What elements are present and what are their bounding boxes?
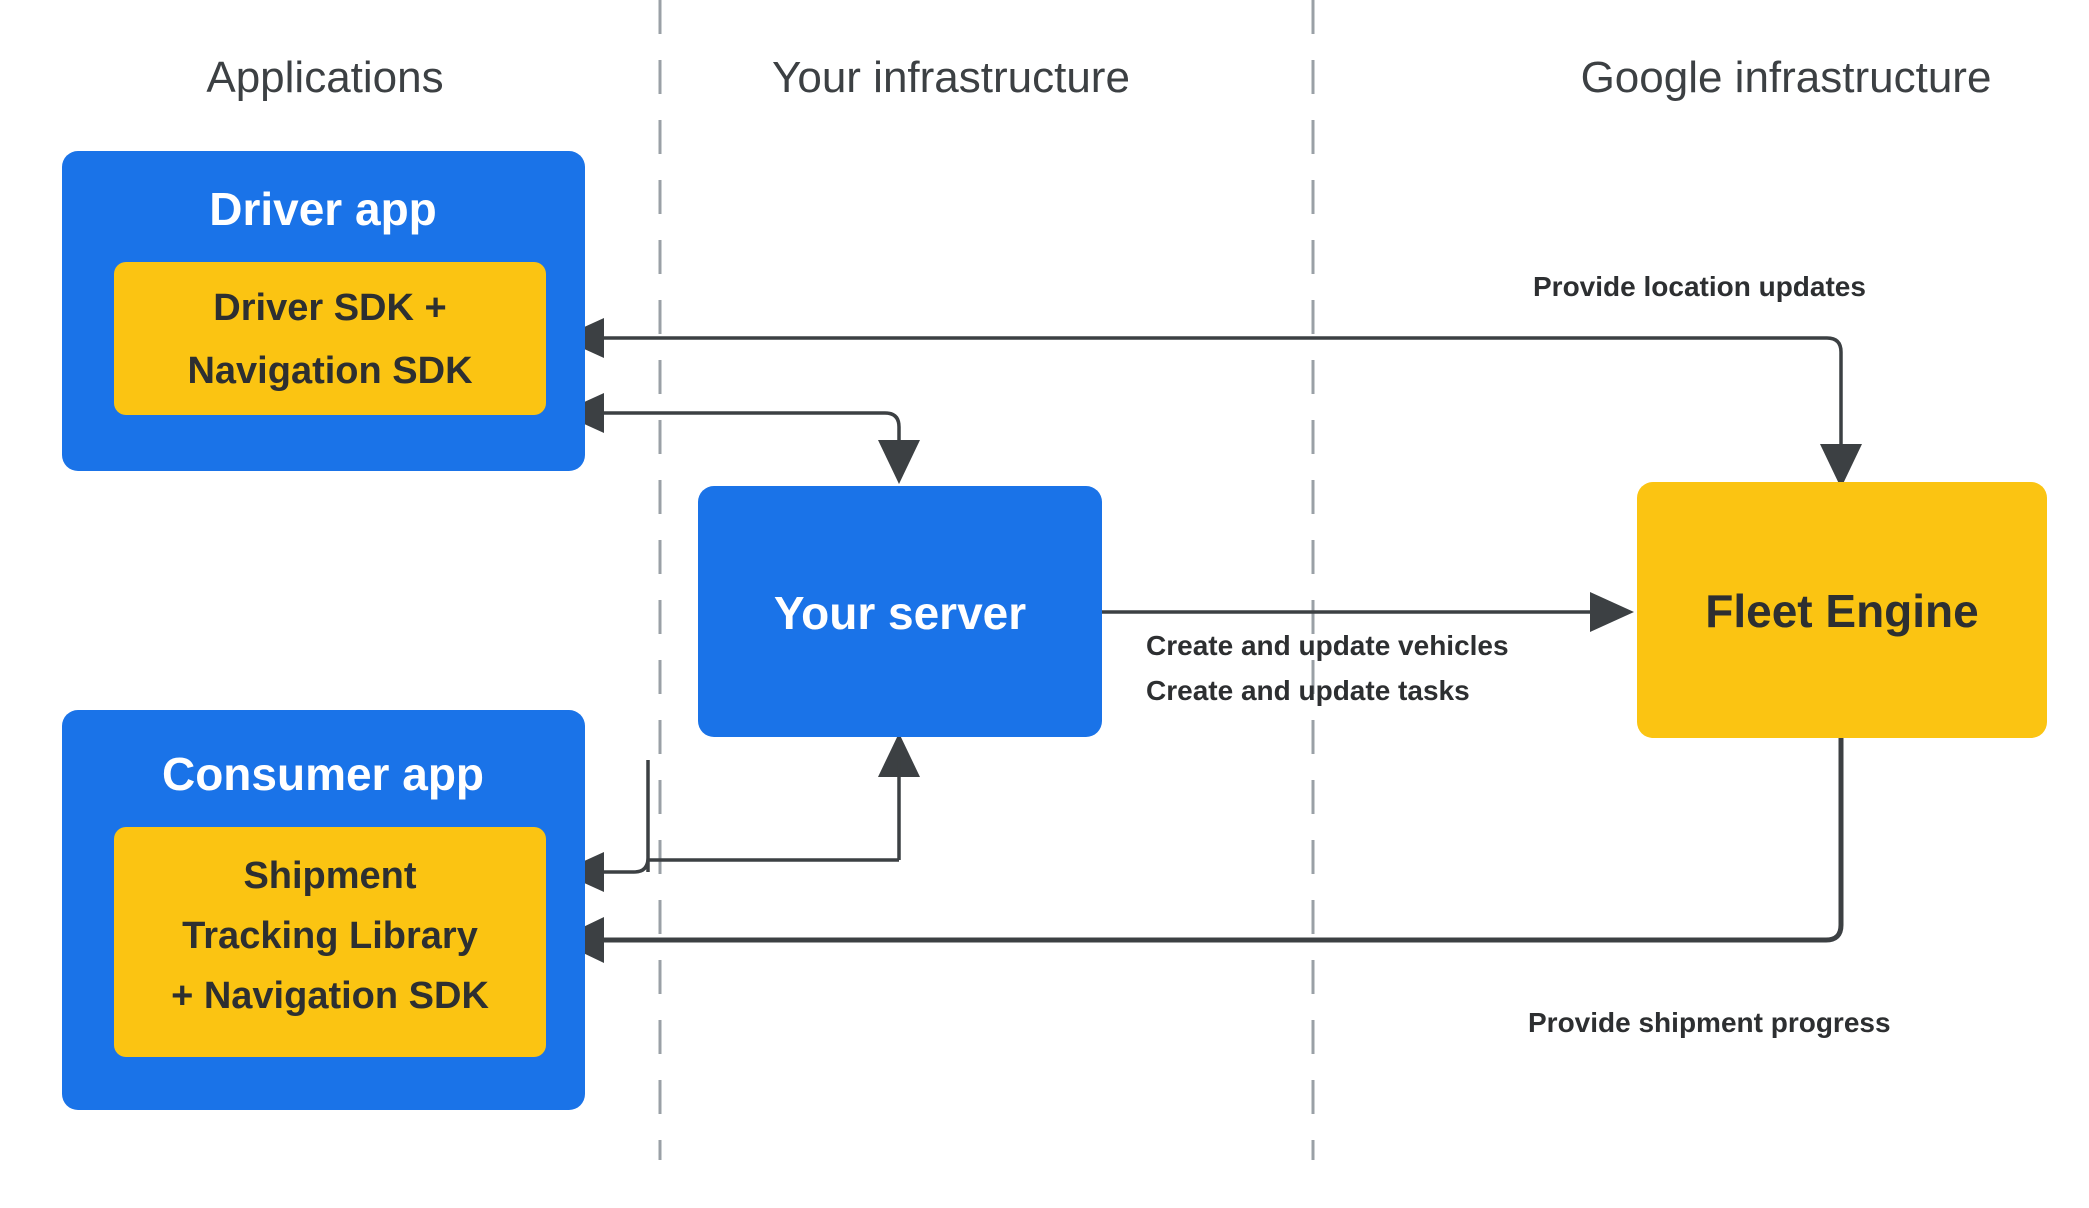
node-shipment-tracking-line1: Shipment xyxy=(243,855,416,897)
node-driver-app-label: Driver app xyxy=(209,183,437,235)
node-shipment-tracking-library[interactable] xyxy=(114,827,546,1057)
connector-consumer-app-to-your-server xyxy=(600,760,650,874)
column-header-applications: Applications xyxy=(206,53,443,102)
arrowhead-into-your-server-bottom xyxy=(878,733,920,777)
node-your-server-label: Your server xyxy=(774,587,1026,639)
connector-fleet-engine-to-shipment-tracking xyxy=(600,738,1844,943)
node-driver-sdk[interactable] xyxy=(114,262,546,415)
flow-label-create-update-tasks: Create and update tasks xyxy=(1146,675,1470,706)
column-header-your-infrastructure: Your infrastructure xyxy=(772,53,1130,102)
node-shipment-tracking-line3: + Navigation SDK xyxy=(171,975,489,1017)
node-fleet-engine-label: Fleet Engine xyxy=(1705,585,1978,637)
arrowhead-into-fleet-engine-left xyxy=(1590,592,1634,632)
arrowhead-into-fleet-engine-top xyxy=(1820,444,1862,488)
node-fleet-engine[interactable] xyxy=(1637,482,2047,738)
node-consumer-app-label: Consumer app xyxy=(162,748,484,800)
node-driver-sdk-line2: Navigation SDK xyxy=(187,350,473,392)
connector-your-server-to-driver-app xyxy=(600,411,901,478)
node-shipment-tracking-line2: Tracking Library xyxy=(182,915,478,957)
flow-label-create-update-vehicles: Create and update vehicles xyxy=(1146,630,1509,661)
column-header-google-infrastructure: Google infrastructure xyxy=(1581,53,1992,102)
node-driver-sdk-line1: Driver SDK + xyxy=(213,287,446,329)
arrowhead-into-your-server-top xyxy=(878,440,920,484)
node-your-server[interactable] xyxy=(698,486,1102,737)
flow-label-provide-location-updates: Provide location updates xyxy=(1533,271,1866,302)
connector-fleet-engine-to-driver-sdk xyxy=(600,336,1843,482)
flow-label-provide-shipment-progress: Provide shipment progress xyxy=(1528,1007,1891,1038)
